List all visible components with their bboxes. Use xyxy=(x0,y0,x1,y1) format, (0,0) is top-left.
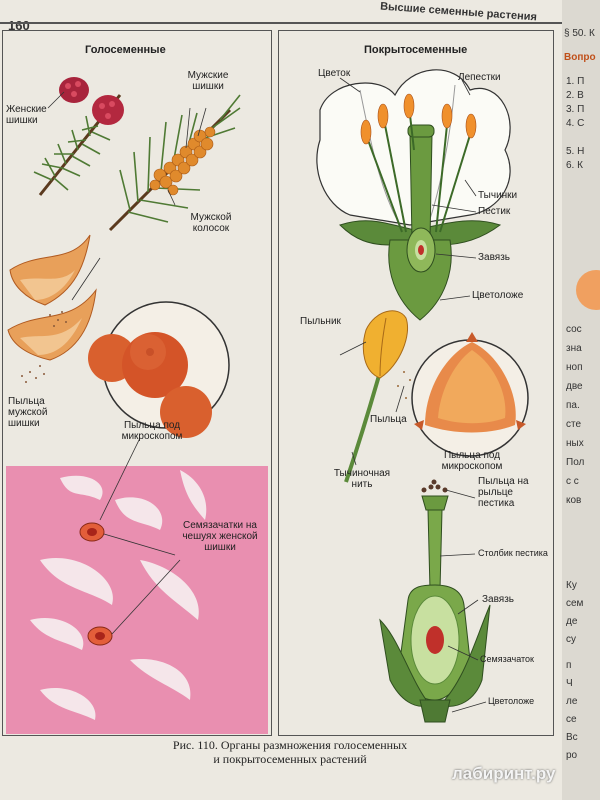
side-text-8: Пол xyxy=(566,457,585,468)
page-number: 160 xyxy=(8,18,30,33)
side-text-3: ноп xyxy=(566,362,583,373)
female-cone-tissue xyxy=(6,437,268,734)
label-receptacle2: Цветоложе xyxy=(488,696,535,706)
label-pollen: Пыльца xyxy=(370,414,407,425)
side-text-15: п xyxy=(566,660,572,671)
female-cones xyxy=(59,77,124,125)
angiosperms-title: Покрытосеменные xyxy=(364,44,468,56)
side-item-3: 3. П xyxy=(566,104,585,115)
angiosperms-panel xyxy=(278,30,554,736)
side-text-4: две xyxy=(566,381,583,392)
label-male-cone-pollen: Пыльца мужской шишки xyxy=(8,396,48,429)
pine-branch-male xyxy=(47,91,241,232)
side-text-1: сос xyxy=(566,324,582,335)
flower-diagram xyxy=(316,69,511,321)
side-text-11: Ку xyxy=(566,580,577,591)
header-rule xyxy=(0,22,562,24)
side-text-12: сем xyxy=(566,598,584,609)
gymnosperms-title: Голосеменные xyxy=(85,44,166,56)
label-anther: Пыльник xyxy=(300,316,341,327)
label-ovary2: Завязь xyxy=(482,594,515,605)
figure-caption: Рис. 110. Органы размножения голосеменны… xyxy=(120,738,460,766)
side-text-6: сте xyxy=(566,419,582,430)
side-item-6: 6. К xyxy=(566,160,583,171)
label-receptacle: Цветоложе xyxy=(472,290,524,301)
gymno-pollen-microscope xyxy=(88,301,230,438)
side-text-13: де xyxy=(566,616,578,627)
label-angio-pollen-microscope: Пыльца под микроскопом xyxy=(441,450,503,472)
side-text-20: ро xyxy=(566,750,578,761)
caption-line-2: и покрытосеменных растений xyxy=(213,752,367,766)
next-page-edge: § 50. К Вопро 1. П 2. В 3. П 4. С 5. Н 6… xyxy=(562,0,600,800)
side-text-9: с с xyxy=(566,476,579,487)
side-text-18: се xyxy=(566,714,577,725)
side-item-1: 1. П xyxy=(566,76,585,87)
label-petals: Лепестки xyxy=(458,72,501,83)
label-flower: Цветок xyxy=(318,68,351,79)
side-item-2: 2. В xyxy=(566,90,584,101)
label-male-spikelet: Мужской колосок xyxy=(190,212,232,234)
male-cone-scales xyxy=(7,234,101,383)
side-text-17: ле xyxy=(566,696,578,707)
side-item-4: 4. С xyxy=(566,118,585,129)
side-text-16: Ч xyxy=(566,678,573,689)
side-text-10: ков xyxy=(566,495,582,506)
label-gymno-pollen-microscope: Пыльца под микроскопом xyxy=(121,420,183,442)
caption-line-1: Рис. 110. Органы размножения голосеменны… xyxy=(172,738,408,752)
label-male-cones: Мужские шишки xyxy=(187,70,229,92)
angio-pollen-microscope xyxy=(411,332,529,457)
watermark-logo: лабиринт.ру xyxy=(452,764,556,783)
gymnosperms-panel xyxy=(2,30,272,736)
label-ovary: Завязь xyxy=(478,252,511,263)
label-filament: Тычиночная нить xyxy=(333,468,391,490)
side-text-7: ных xyxy=(566,438,584,449)
side-text-2: зна xyxy=(566,343,582,354)
side-text-14: су xyxy=(566,634,576,645)
side-header: § 50. К xyxy=(564,28,595,39)
label-pistil: Пестик xyxy=(478,206,511,217)
textbook-page: 160 Высшие семенные растения xyxy=(0,0,568,800)
side-item-5: 5. Н xyxy=(566,146,585,157)
label-stamens: Тычинки xyxy=(478,190,518,201)
label-pollen-on-stigma: Пыльца на рыльце пестика xyxy=(478,476,529,509)
illustration xyxy=(6,69,529,734)
pistil-diagram xyxy=(379,479,491,723)
side-text-5: па. xyxy=(566,400,580,411)
label-female-cones: Женские шишки xyxy=(6,104,47,126)
side-orange-mark xyxy=(576,270,600,310)
side-title: Вопро xyxy=(564,52,596,63)
stamen-diagram xyxy=(339,310,419,483)
label-ovule: Семязачаток xyxy=(480,654,534,664)
side-text-19: Вс xyxy=(566,732,578,743)
label-style: Столбик пестика xyxy=(478,548,548,558)
label-ovules: Семязачатки на чешуях женской шишки xyxy=(182,520,258,553)
